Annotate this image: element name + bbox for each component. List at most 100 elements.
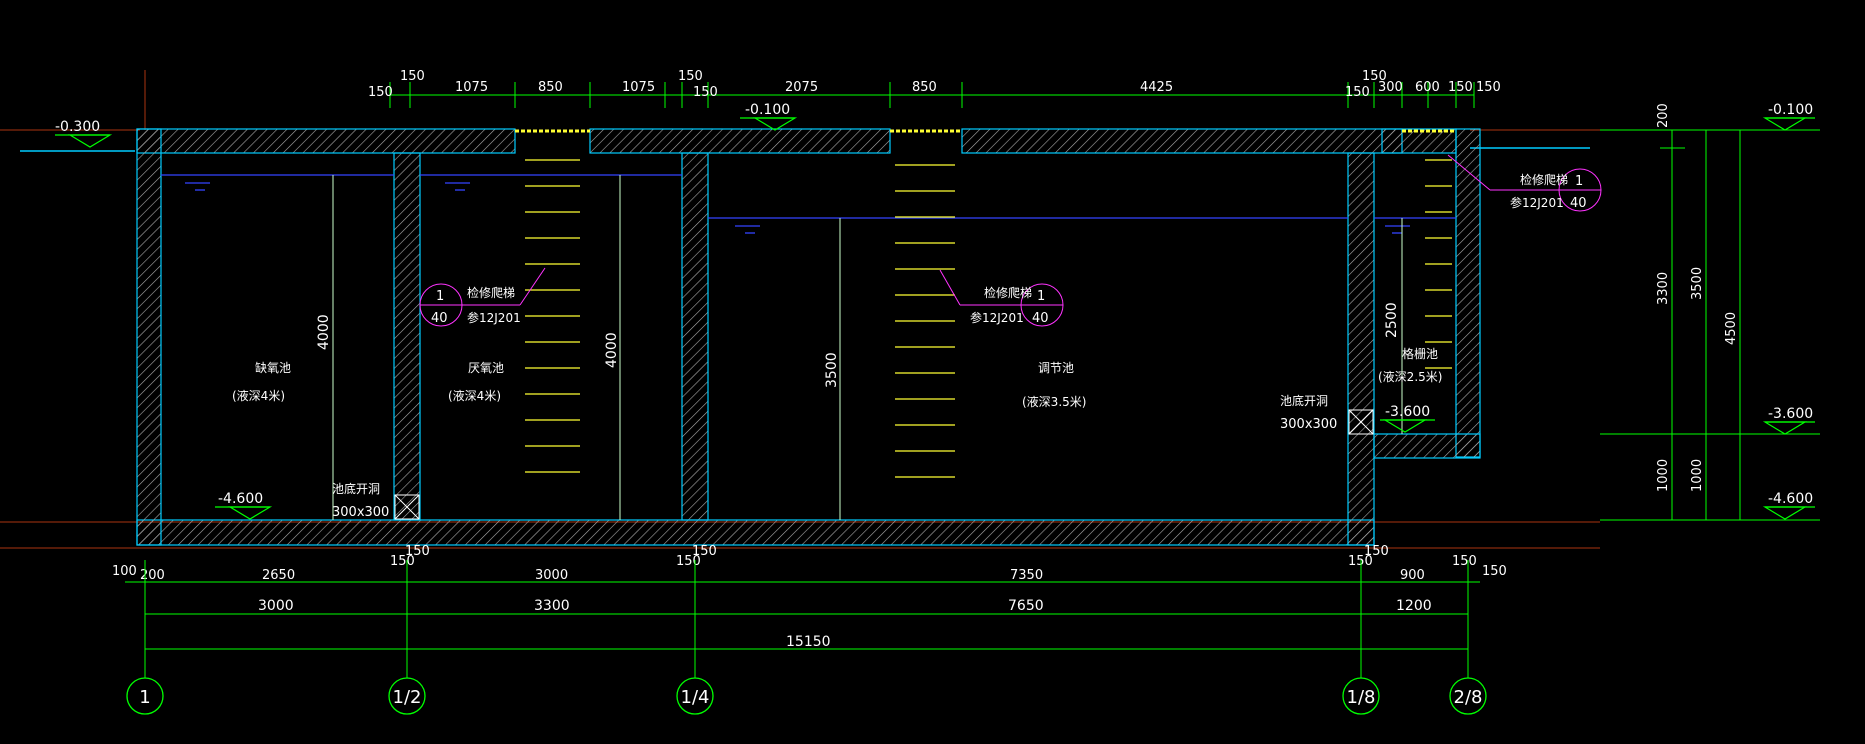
- opening2-label: 池底开洞: [1280, 393, 1328, 408]
- axis-label: 1/8: [1347, 687, 1376, 708]
- top-dim-label: 850: [538, 80, 563, 95]
- top-dim-label: 150: [1345, 85, 1370, 100]
- elev-right-mid: -3.600: [1768, 406, 1813, 422]
- elev-ground-left: -0.300: [55, 119, 100, 135]
- top-dim-label: 150: [400, 69, 425, 84]
- tank1-depth: 4000: [316, 314, 332, 350]
- callout1-sheet: 40: [431, 311, 448, 326]
- tank1-name: 缺氧池: [255, 360, 291, 375]
- elev-right-bottom: -4.600: [1768, 491, 1813, 507]
- bottom-dim-label: 3000: [535, 568, 568, 583]
- bottom-dim-label: 150: [1348, 554, 1373, 569]
- bottom-dim-label: 100: [112, 564, 137, 579]
- bottom-dim-label: 900: [1400, 568, 1425, 583]
- bottom-dim-total-label: 3000: [258, 598, 294, 614]
- callout2-ref: 参12J201: [970, 310, 1024, 325]
- callout3-sheet: 40: [1570, 196, 1587, 211]
- top-dim-label: 600: [1415, 80, 1440, 95]
- callout2-sheet: 40: [1032, 311, 1049, 326]
- bottom-dim-total-label: 1200: [1396, 598, 1432, 614]
- tank4-depth: 2500: [1384, 302, 1400, 338]
- floor-opening-1: 池底开洞 300x300: [332, 481, 420, 520]
- top-dim-label: 850: [912, 80, 937, 95]
- axis-label: 1/4: [681, 687, 710, 708]
- bottom-total: 15150: [786, 634, 831, 650]
- ladder-rungs: [525, 159, 1452, 478]
- callout-ladder-1: 1 40 检修爬梯 参12J201: [419, 267, 546, 327]
- top-dim-label: 150: [1448, 80, 1473, 95]
- axis-bubble: [1449, 677, 1487, 715]
- opening1-size: 300x300: [332, 505, 389, 520]
- axis-bubble: [676, 677, 714, 715]
- elev-right-top: -0.100: [1768, 102, 1813, 118]
- right-dim-200: 200: [1656, 103, 1671, 128]
- top-dim-label: 300: [1378, 80, 1403, 95]
- axis-grid: 1 1/2 1/4 1/8 2/8: [126, 560, 1487, 715]
- bottom-dim-label: 150: [390, 554, 415, 569]
- tank4-depth-note: (液深2.5米): [1378, 369, 1442, 384]
- tank4-name: 格栅池: [1402, 346, 1438, 361]
- top-dim-label: 1075: [455, 80, 488, 95]
- callout3-title: 检修爬梯: [1520, 172, 1568, 187]
- callout2-num: 1: [1037, 289, 1045, 304]
- top-dim-label: 2075: [785, 80, 818, 95]
- elev-top-mid: -0.100: [745, 102, 790, 118]
- concrete-walls: [136, 128, 1481, 546]
- callout-ladder-2: 1 40 检修爬梯 参12J201: [939, 269, 1064, 327]
- top-dim-label: 150: [1362, 69, 1387, 84]
- top-dim-label: 4425: [1140, 80, 1173, 95]
- axis-label: 2/8: [1454, 687, 1483, 708]
- right-dim-1000a: 1000: [1656, 459, 1671, 492]
- tank3-depth: 3500: [824, 352, 840, 388]
- opening2-size: 300x300: [1280, 417, 1337, 432]
- bottom-dim-label: 150: [1452, 554, 1477, 569]
- bottom-dim-label: 150: [405, 544, 430, 559]
- callout3-ref: 参12J201: [1510, 195, 1564, 210]
- axis-bubble: [126, 677, 164, 715]
- tank3-name: 调节池: [1038, 361, 1074, 375]
- elev-bottom-left: -4.600: [218, 491, 263, 507]
- bottom-dim-total-label: 7650: [1008, 598, 1044, 614]
- bottom-dim-total-label: 3300: [534, 598, 570, 614]
- floor-opening-2: 池底开洞 300x300: [1280, 393, 1374, 435]
- top-dim-label: 150: [1476, 80, 1501, 95]
- elevation-markers: [55, 117, 1815, 520]
- callout1-ref: 参12J201: [467, 310, 521, 325]
- right-vertical-dims: [1600, 129, 1820, 521]
- top-dim-label: 150: [368, 85, 393, 100]
- right-dim-1000b: 1000: [1690, 459, 1705, 492]
- callout1-title: 检修爬梯: [467, 285, 515, 300]
- axis-label: 1/2: [393, 687, 422, 708]
- tank2-depth-note: (液深4米): [448, 388, 501, 403]
- bottom-dim-label: 150: [692, 544, 717, 559]
- callout3-num: 1: [1575, 174, 1583, 189]
- axis-label: 1: [139, 687, 150, 708]
- opening1-label: 池底开洞: [332, 481, 380, 496]
- top-dim-label: 1075: [622, 80, 655, 95]
- tank3-depth-note: (液深3.5米): [1022, 394, 1086, 409]
- axis-bubble: [388, 677, 426, 715]
- tank2-name: 厌氧池: [468, 361, 504, 375]
- bottom-dimension-lines: [125, 581, 1480, 650]
- elev-sludge: -3.600: [1385, 404, 1430, 420]
- top-dim-label: 150: [678, 69, 703, 84]
- top-dimension-line: [389, 82, 1475, 108]
- callout-ladder-3: 1 40 检修爬梯 参12J201: [1447, 154, 1602, 212]
- bottom-dim-label: 200: [140, 568, 165, 583]
- bottom-dim-label: 7350: [1010, 568, 1043, 583]
- bottom-dim-label: 2650: [262, 568, 295, 583]
- tank2-depth: 4000: [604, 332, 620, 368]
- water-levels: [161, 174, 1456, 234]
- right-dim-3300: 3300: [1656, 272, 1671, 305]
- callout1-num: 1: [436, 289, 444, 304]
- axis-bubble: [1342, 677, 1380, 715]
- right-dim-3500: 3500: [1690, 267, 1705, 300]
- right-dim-4500: 4500: [1724, 312, 1739, 345]
- bottom-dim-label: 150: [1482, 564, 1507, 579]
- callout2-title: 检修爬梯: [984, 285, 1032, 300]
- tank1-depth-note: (液深4米): [232, 388, 285, 403]
- bottom-dim-label: 150: [1364, 544, 1389, 559]
- top-dim-label: 150: [693, 85, 718, 100]
